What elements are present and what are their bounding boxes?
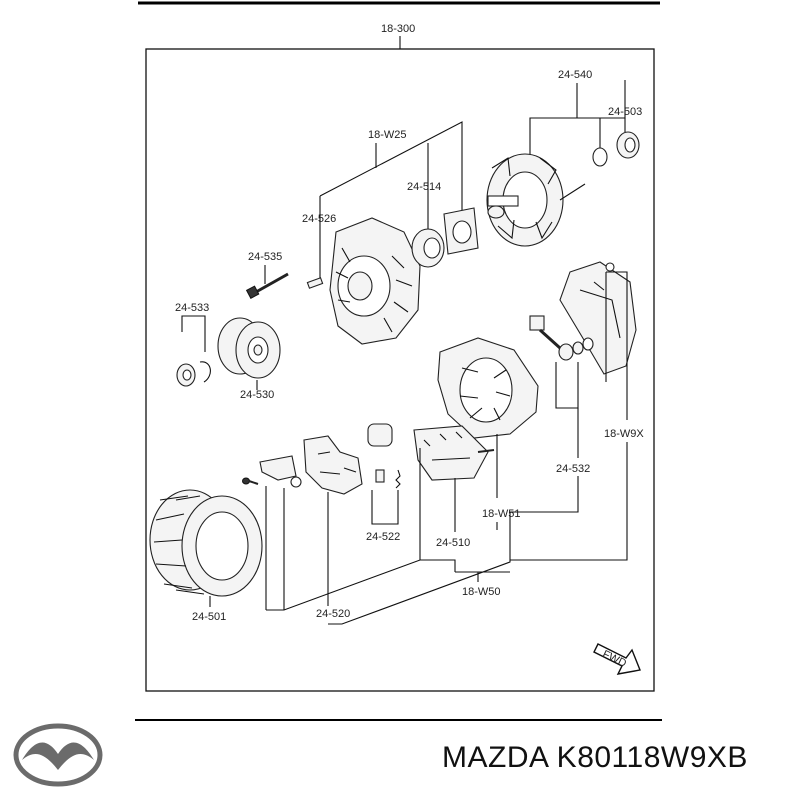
label-pulley-nut: 24-503 — [608, 106, 642, 118]
label-regulator: 24-520 — [316, 608, 350, 620]
stator-part — [149, 489, 263, 597]
screw-part — [242, 477, 259, 485]
bracket-part — [259, 455, 302, 488]
pulley-nut-part — [616, 131, 640, 159]
rotor-part — [486, 153, 586, 247]
fwd-arrow-icon: FWD — [593, 643, 641, 675]
label-clip: 24-533 — [175, 302, 209, 314]
regulator-part — [303, 435, 363, 495]
label-stator: 24-501 — [192, 611, 226, 623]
terminal-part — [529, 315, 594, 361]
small-bolt-part — [306, 277, 324, 289]
through-bolt-part — [245, 272, 289, 299]
fwd-label: FWD — [600, 648, 628, 670]
bearing-part — [411, 228, 445, 268]
label-front-housing-kit: 18-W25 — [368, 129, 407, 141]
clip-part — [176, 361, 211, 387]
pulley-part — [217, 317, 281, 379]
front-housing-part — [329, 217, 421, 345]
label-pulley: 24-530 — [240, 389, 274, 401]
rear-housing-part — [437, 337, 539, 439]
label-stator-kit: 18-W50 — [462, 586, 501, 598]
brand-part-number: MAZDA K80118W9XB — [442, 741, 748, 774]
washer-part — [592, 147, 608, 167]
label-rear-housing-kit: 18-W51 — [482, 508, 521, 520]
label-bearing: 24-514 — [407, 181, 441, 193]
label-through-bolt: 24-535 — [248, 251, 282, 263]
label-assembly: 18-300 — [381, 23, 415, 35]
rear-cover-part — [559, 261, 637, 375]
label-brush-kit: 24-522 — [366, 531, 400, 543]
retainer-plate-part — [443, 207, 479, 255]
label-bolt-small: 24-526 — [302, 213, 336, 225]
label-rotor: 24-540 — [558, 69, 592, 81]
label-terminal: 24-532 — [556, 463, 590, 475]
label-rear-cover-kit: 18-W9X — [604, 428, 644, 440]
brush-holder-part — [367, 423, 401, 489]
mazda-logo-icon — [13, 723, 103, 787]
rectifier-part — [413, 425, 495, 481]
label-rectifier: 24-510 — [436, 537, 470, 549]
